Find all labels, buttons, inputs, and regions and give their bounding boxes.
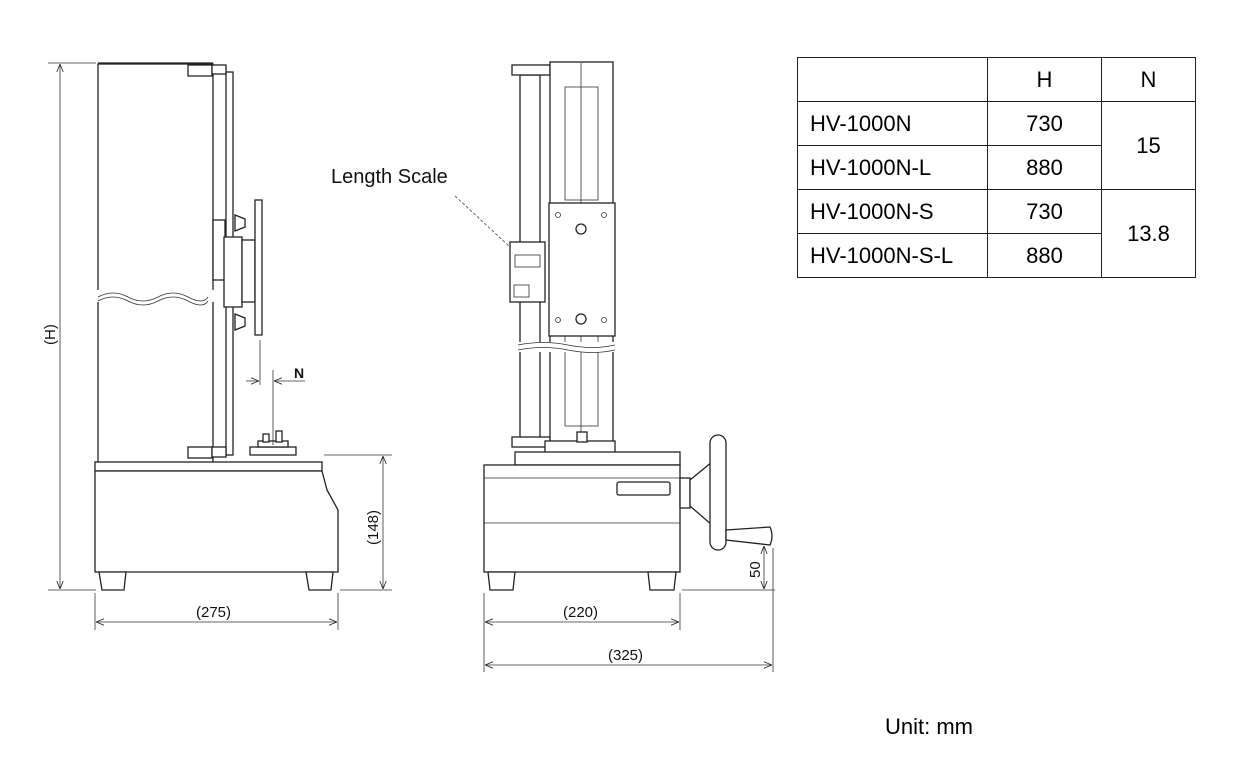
n-cell: 15 (1101, 101, 1196, 190)
base-body (94, 470, 339, 573)
gap-label: N (294, 365, 304, 381)
n-cell: 13.8 (1101, 189, 1196, 278)
model-cell: HV-1000N-S (797, 189, 988, 234)
width-label: (275) (196, 604, 231, 621)
top-bracket (187, 64, 213, 77)
height-label: (H) (42, 324, 59, 345)
base (483, 464, 681, 573)
digital-display (509, 241, 546, 303)
header-h: H (987, 57, 1102, 102)
h-cell: 730 (987, 101, 1102, 146)
column-body (97, 63, 214, 466)
handwheel (709, 434, 727, 551)
model-cell: HV-1000N-L (797, 145, 988, 190)
front-width-label: (220) (563, 604, 598, 621)
handle-height-label: 50 (747, 561, 764, 578)
h-cell: 880 (987, 233, 1102, 278)
table-row: HV-1000N-L 880 (797, 145, 1196, 190)
model-cell: HV-1000N-S-L (797, 233, 988, 278)
h-cell: 880 (987, 145, 1102, 190)
unit-label: Unit: mm (885, 714, 973, 739)
bottom-bracket (187, 446, 213, 459)
crank-handle (725, 526, 773, 546)
base-window (616, 481, 671, 496)
base-top (94, 461, 323, 472)
base-height-label: (148) (365, 510, 382, 545)
length-scale-callout: Length Scale (331, 166, 448, 188)
side-view: (H) (148) (275) N (42, 62, 392, 630)
table-header-row: H N (797, 57, 1196, 102)
carriage-plate (548, 202, 616, 337)
table-row: HV-1000N 730 15 (797, 101, 1196, 190)
header-model (797, 57, 988, 102)
table-row: HV-1000N-S 730 13.8 (797, 189, 1196, 278)
table-row: HV-1000N-S-L 880 (797, 233, 1196, 278)
model-cell: HV-1000N (797, 101, 988, 146)
front-view: Length Scale 50 (220) (325) (331, 61, 775, 672)
h-cell: 730 (987, 189, 1102, 234)
fixture-plate (254, 199, 263, 336)
overall-width-label: (325) (608, 647, 643, 664)
spec-table: H N HV-1000N 730 15 HV-1000N-L 880 HV-10… (797, 57, 1196, 278)
header-n: N (1101, 57, 1196, 102)
